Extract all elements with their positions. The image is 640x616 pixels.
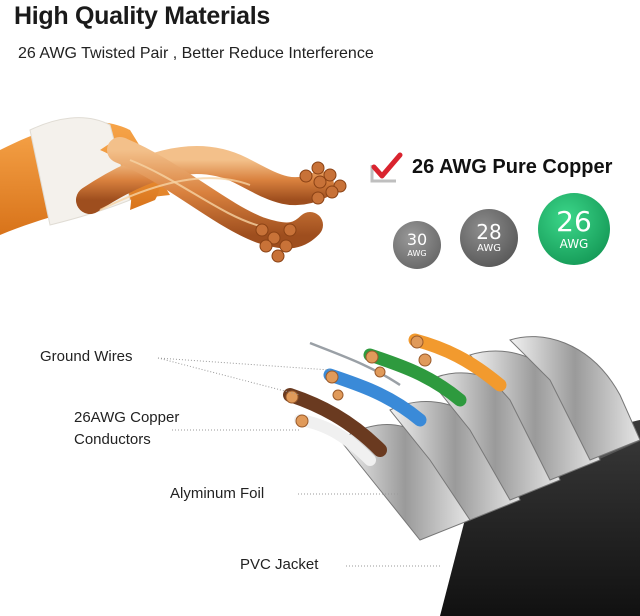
callout-foil: Alyminum Foil [170, 485, 265, 502]
awg-26-badge: 26 AWG [538, 193, 610, 265]
badge-number: 30 [406, 230, 428, 249]
badge-unit: AWG [477, 243, 501, 254]
callout-ground-wires: Ground Wires [40, 348, 133, 365]
callout-lines [157, 357, 440, 567]
awg-30-badge: 30 AWG [393, 221, 441, 269]
callout-jacket: PVC Jacket [240, 556, 319, 573]
badge-unit: AWG [407, 249, 427, 258]
callout-copper-line1: 26AWG Copper [74, 409, 180, 426]
awg-28-badge: 28 AWG [460, 209, 518, 267]
page-subtitle: 26 AWG Twisted Pair , Better Reduce Inte… [18, 45, 374, 62]
callout-copper-line2: Conductors [74, 431, 151, 448]
badge-number: 26 [556, 205, 592, 238]
badge-unit: AWG [559, 237, 589, 251]
check-icon [370, 152, 403, 183]
cable-cross-section-illustration [283, 333, 640, 616]
gauge-headline: 26 AWG Pure Copper [412, 156, 613, 178]
page-title: High Quality Materials [14, 2, 270, 30]
copper-strands-illustration [76, 137, 347, 263]
badge-number: 28 [476, 220, 502, 244]
